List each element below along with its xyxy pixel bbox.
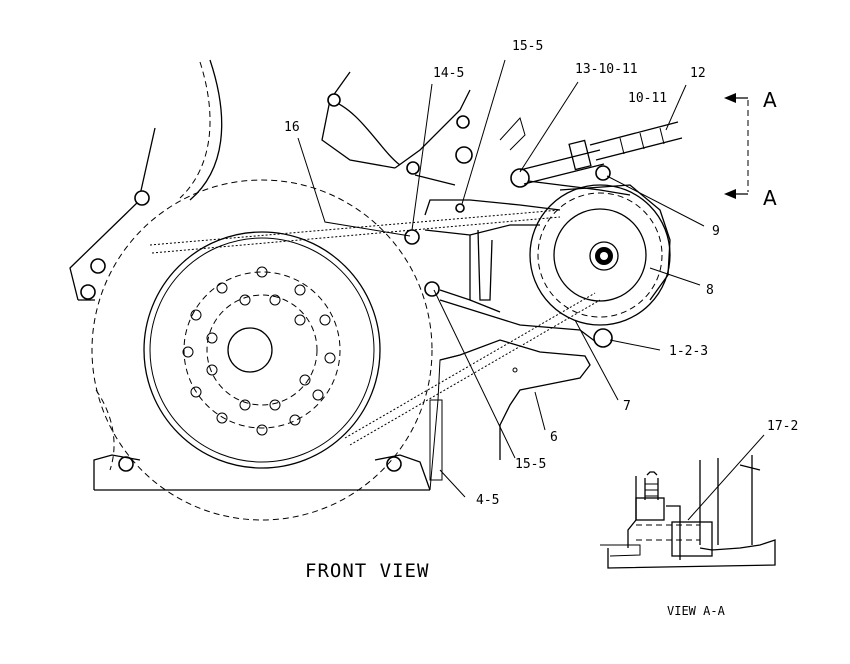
detail-view-a-a: [600, 455, 776, 569]
section-marker: [724, 93, 749, 199]
leader-lines: [297, 59, 765, 521]
callout-6: 6: [550, 430, 558, 445]
engine-housing: [69, 59, 526, 301]
callout-10-11: 10-11: [628, 91, 668, 106]
front-view-title: FRONT VIEW: [305, 560, 430, 582]
section-label-bottom: A: [763, 186, 777, 210]
callout-7: 7: [623, 399, 631, 414]
callout-15-5-top: 15-5: [512, 39, 544, 54]
callout-9: 9: [712, 224, 720, 239]
callout-13-10-11: 13-10-11: [575, 62, 638, 77]
callout-17-2: 17-2: [767, 419, 799, 434]
callout-14-5: 14-5: [433, 66, 465, 81]
detail-view-title: VIEW A-A: [667, 604, 725, 618]
alternator-bracket: [424, 179, 631, 460]
flywheel-housing-outline: [91, 179, 433, 521]
housing-edge: [95, 389, 115, 471]
drive-belt: [149, 209, 601, 446]
crankshaft-pulley: [143, 231, 381, 469]
callout-1-2-3: 1-2-3: [669, 344, 709, 359]
adjusting-rod: [519, 121, 683, 185]
alternator: [529, 184, 671, 326]
callout-4-5: 4-5: [476, 493, 500, 508]
callout-12: 12: [690, 66, 706, 81]
lower-base: [93, 354, 461, 491]
housing-bolts: [80, 93, 473, 472]
adjusting-bolts: [404, 165, 613, 348]
callout-16: 16: [284, 120, 300, 135]
section-label-top: A: [763, 88, 777, 112]
callout-8: 8: [706, 283, 714, 298]
callout-15-5-bottom: 15-5: [515, 457, 547, 472]
